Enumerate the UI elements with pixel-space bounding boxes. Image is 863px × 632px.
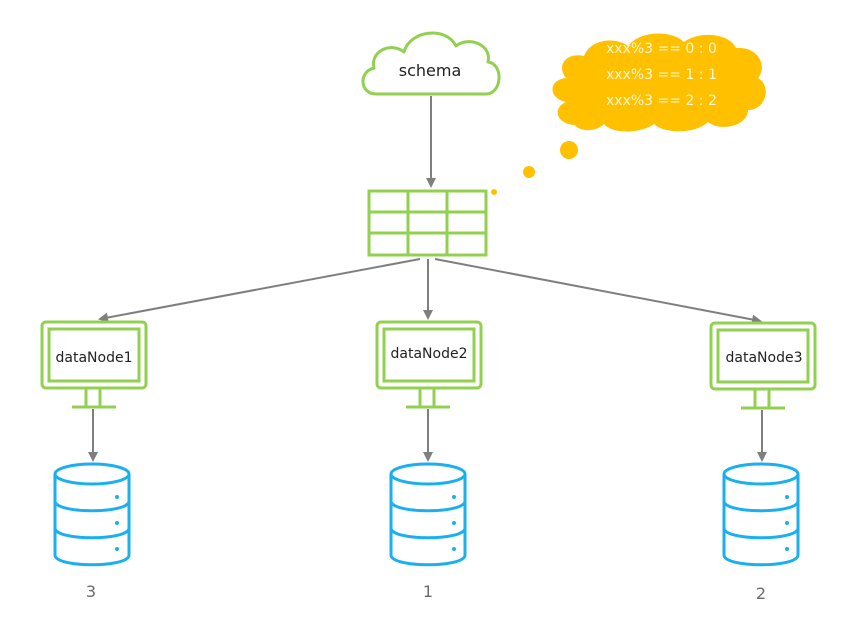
monitor-icon (709, 321, 817, 410)
schema-label: schema (399, 61, 462, 80)
cloud-icon (361, 31, 501, 96)
thought-dot-small (491, 189, 497, 195)
database-2-label: 1 (423, 582, 433, 601)
routing-rule-line-1: xxx%3 == 0 : 0 (606, 41, 717, 57)
thought-dot-medium (523, 166, 535, 178)
datanode-2: dataNode2 1 (375, 320, 483, 601)
datanode-3: dataNode3 2 (709, 321, 817, 603)
datanode-1: dataNode1 3 (40, 320, 148, 601)
database-icon (53, 462, 131, 567)
datanode-1-label: dataNode1 (56, 350, 133, 366)
monitor-icon (40, 320, 148, 409)
datanode-3-label: dataNode3 (726, 350, 803, 366)
arrow-table-to-datanode1 (98, 258, 421, 323)
table-icon (367, 189, 488, 257)
monitor-icon (375, 320, 483, 409)
database-icon (389, 462, 467, 567)
database-3-label: 2 (756, 584, 766, 603)
datanode-2-label: dataNode2 (391, 346, 468, 362)
routing-rule-line-2: xxx%3 == 1 : 1 (606, 67, 717, 83)
arrow-table-to-datanode3 (434, 258, 762, 325)
thought-dot-large (560, 141, 578, 159)
schema-node: schema (361, 31, 501, 96)
routing-rule-line-3: xxx%3 == 2 : 2 (606, 93, 717, 109)
thought-cloud-icon (552, 33, 766, 132)
routing-table (367, 189, 488, 257)
database-1-label: 3 (86, 582, 96, 601)
routing-rule-bubble: xxx%3 == 0 : 0 xxx%3 == 1 : 1 xxx%3 == 2… (491, 33, 766, 195)
database-icon (722, 462, 800, 567)
